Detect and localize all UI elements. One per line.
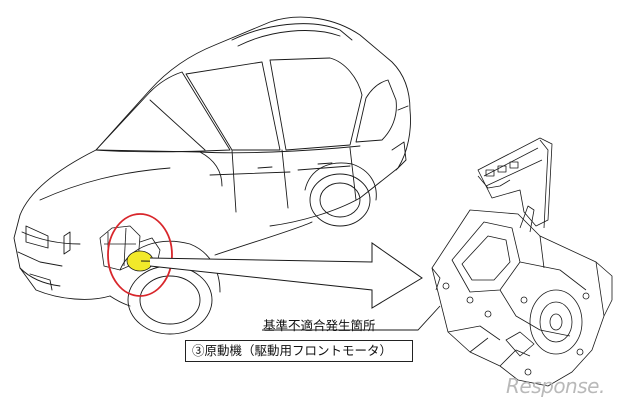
defect-location-circle	[107, 213, 173, 297]
label-leader-line	[262, 305, 441, 331]
pointer-arrow	[149, 242, 423, 309]
response-watermark: Response.	[506, 374, 605, 398]
front-motor-detail-drawing	[431, 137, 613, 387]
defect-location-label: 基準不適合発生箇所	[263, 318, 376, 333]
component-name-label: ③原動機（駆動用フロントモータ）	[185, 340, 413, 362]
